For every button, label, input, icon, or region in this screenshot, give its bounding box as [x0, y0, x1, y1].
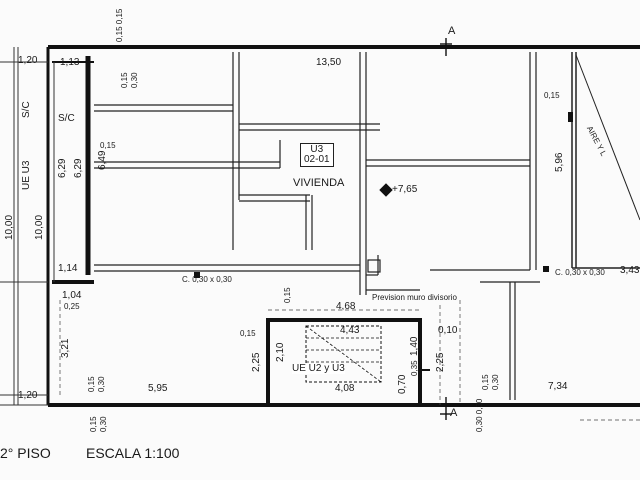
unit-number: 02-01 — [304, 154, 330, 165]
dimension-lines — [59, 300, 640, 421]
dim-0-15-b: 0,15 — [544, 91, 560, 100]
dim-0-15-h: 0,15 — [89, 416, 98, 432]
dim-0-25: 0,25 — [64, 302, 80, 311]
floor-label: 2° PISO — [0, 445, 51, 461]
stair-core — [266, 318, 430, 407]
left-strip — [0, 47, 55, 406]
columns — [194, 112, 573, 278]
dim-6-29-a: 6,29 — [57, 158, 68, 178]
dim-0-10: 0,10 — [438, 325, 458, 336]
dim-2-25-b: 2,25 — [435, 352, 446, 372]
dim-4-68: 4,68 — [336, 301, 356, 312]
level-mark — [379, 183, 393, 197]
dim-4-08: 4,08 — [335, 383, 355, 394]
dim-1-14: 1,14 — [58, 263, 78, 274]
dim-1-20-bot: 1,20 — [18, 390, 38, 401]
stair-label: UE U2 y U3 — [292, 363, 345, 374]
dim-1-40: 1,40 — [409, 336, 420, 356]
dim-0-15-f: 0,15 — [87, 376, 96, 392]
interior-walls — [94, 52, 540, 400]
dim-7-34: 7,34 — [548, 381, 568, 392]
partition-note: Prevision muro divisorio — [372, 293, 457, 302]
ue-label: UE U3 — [21, 160, 32, 190]
section-marker-top: A — [448, 25, 456, 37]
section-cut-marks — [440, 38, 452, 420]
dim-0-30-a: 0,30 — [130, 72, 139, 88]
dim-0-15-e: 0,15 — [240, 329, 256, 338]
dim-0-15-g: 0,15 — [481, 374, 490, 390]
sc-label-strip: S/C — [21, 101, 32, 118]
dim-3-43: 3,43 — [620, 265, 640, 276]
shaft-square — [367, 259, 381, 273]
dim-0-35: 0,35 — [410, 360, 419, 376]
exterior-walls — [46, 45, 640, 407]
dim-0-30-b: 0,30 — [97, 376, 106, 392]
dim-0-15-d: 0,15 — [283, 287, 292, 303]
dim-bottom-0-30-pair: 0,30 0,30 — [475, 398, 484, 432]
dim-top-0-15-pair: 0,15 0,15 — [115, 8, 124, 42]
dim-0-70: 0,70 — [397, 374, 408, 394]
dim-10-00-a: 10,00 — [4, 214, 15, 240]
column-note-left: C. 0,30 x 0,30 — [182, 275, 232, 284]
dim-10-00-b: 10,00 — [34, 214, 45, 240]
dim-0-15-a: 0,15 — [100, 141, 116, 150]
section-marker-bottom: A — [450, 407, 458, 419]
dim-6-49: 6,49 — [97, 150, 108, 170]
dim-2-10: 2,10 — [275, 342, 286, 362]
dim-1-04: 1,04 — [62, 290, 82, 301]
unit-code: U3 — [310, 144, 324, 155]
dim-0-15-c: 0,15 — [120, 72, 129, 88]
dim-5-95: 5,95 — [148, 383, 168, 394]
unit-id-box: U3 02-01 — [300, 143, 334, 167]
dim-4-43: 4,43 — [340, 325, 360, 336]
balcony — [571, 52, 640, 269]
sc-label: S/C — [58, 113, 75, 124]
dim-0-30-c: 0,30 — [491, 374, 500, 390]
dim-3-21: 3,21 — [60, 338, 71, 358]
dim-0-30-d: 0,30 — [99, 416, 108, 432]
scale-label: ESCALA 1:100 — [86, 445, 180, 461]
dim-5-96: 5,96 — [554, 152, 565, 172]
dim-6-29-b: 6,29 — [73, 158, 84, 178]
level-label: +7,65 — [392, 184, 418, 195]
dim-2-25-a: 2,25 — [251, 352, 262, 372]
room-name: VIVIENDA — [293, 177, 345, 189]
dim-1-13: 1,13 — [60, 57, 80, 68]
dim-1-20-top: 1,20 — [18, 55, 38, 66]
column-note-right: C. 0,30 x 0,30 — [555, 268, 605, 277]
dim-13-50: 13,50 — [316, 57, 342, 68]
